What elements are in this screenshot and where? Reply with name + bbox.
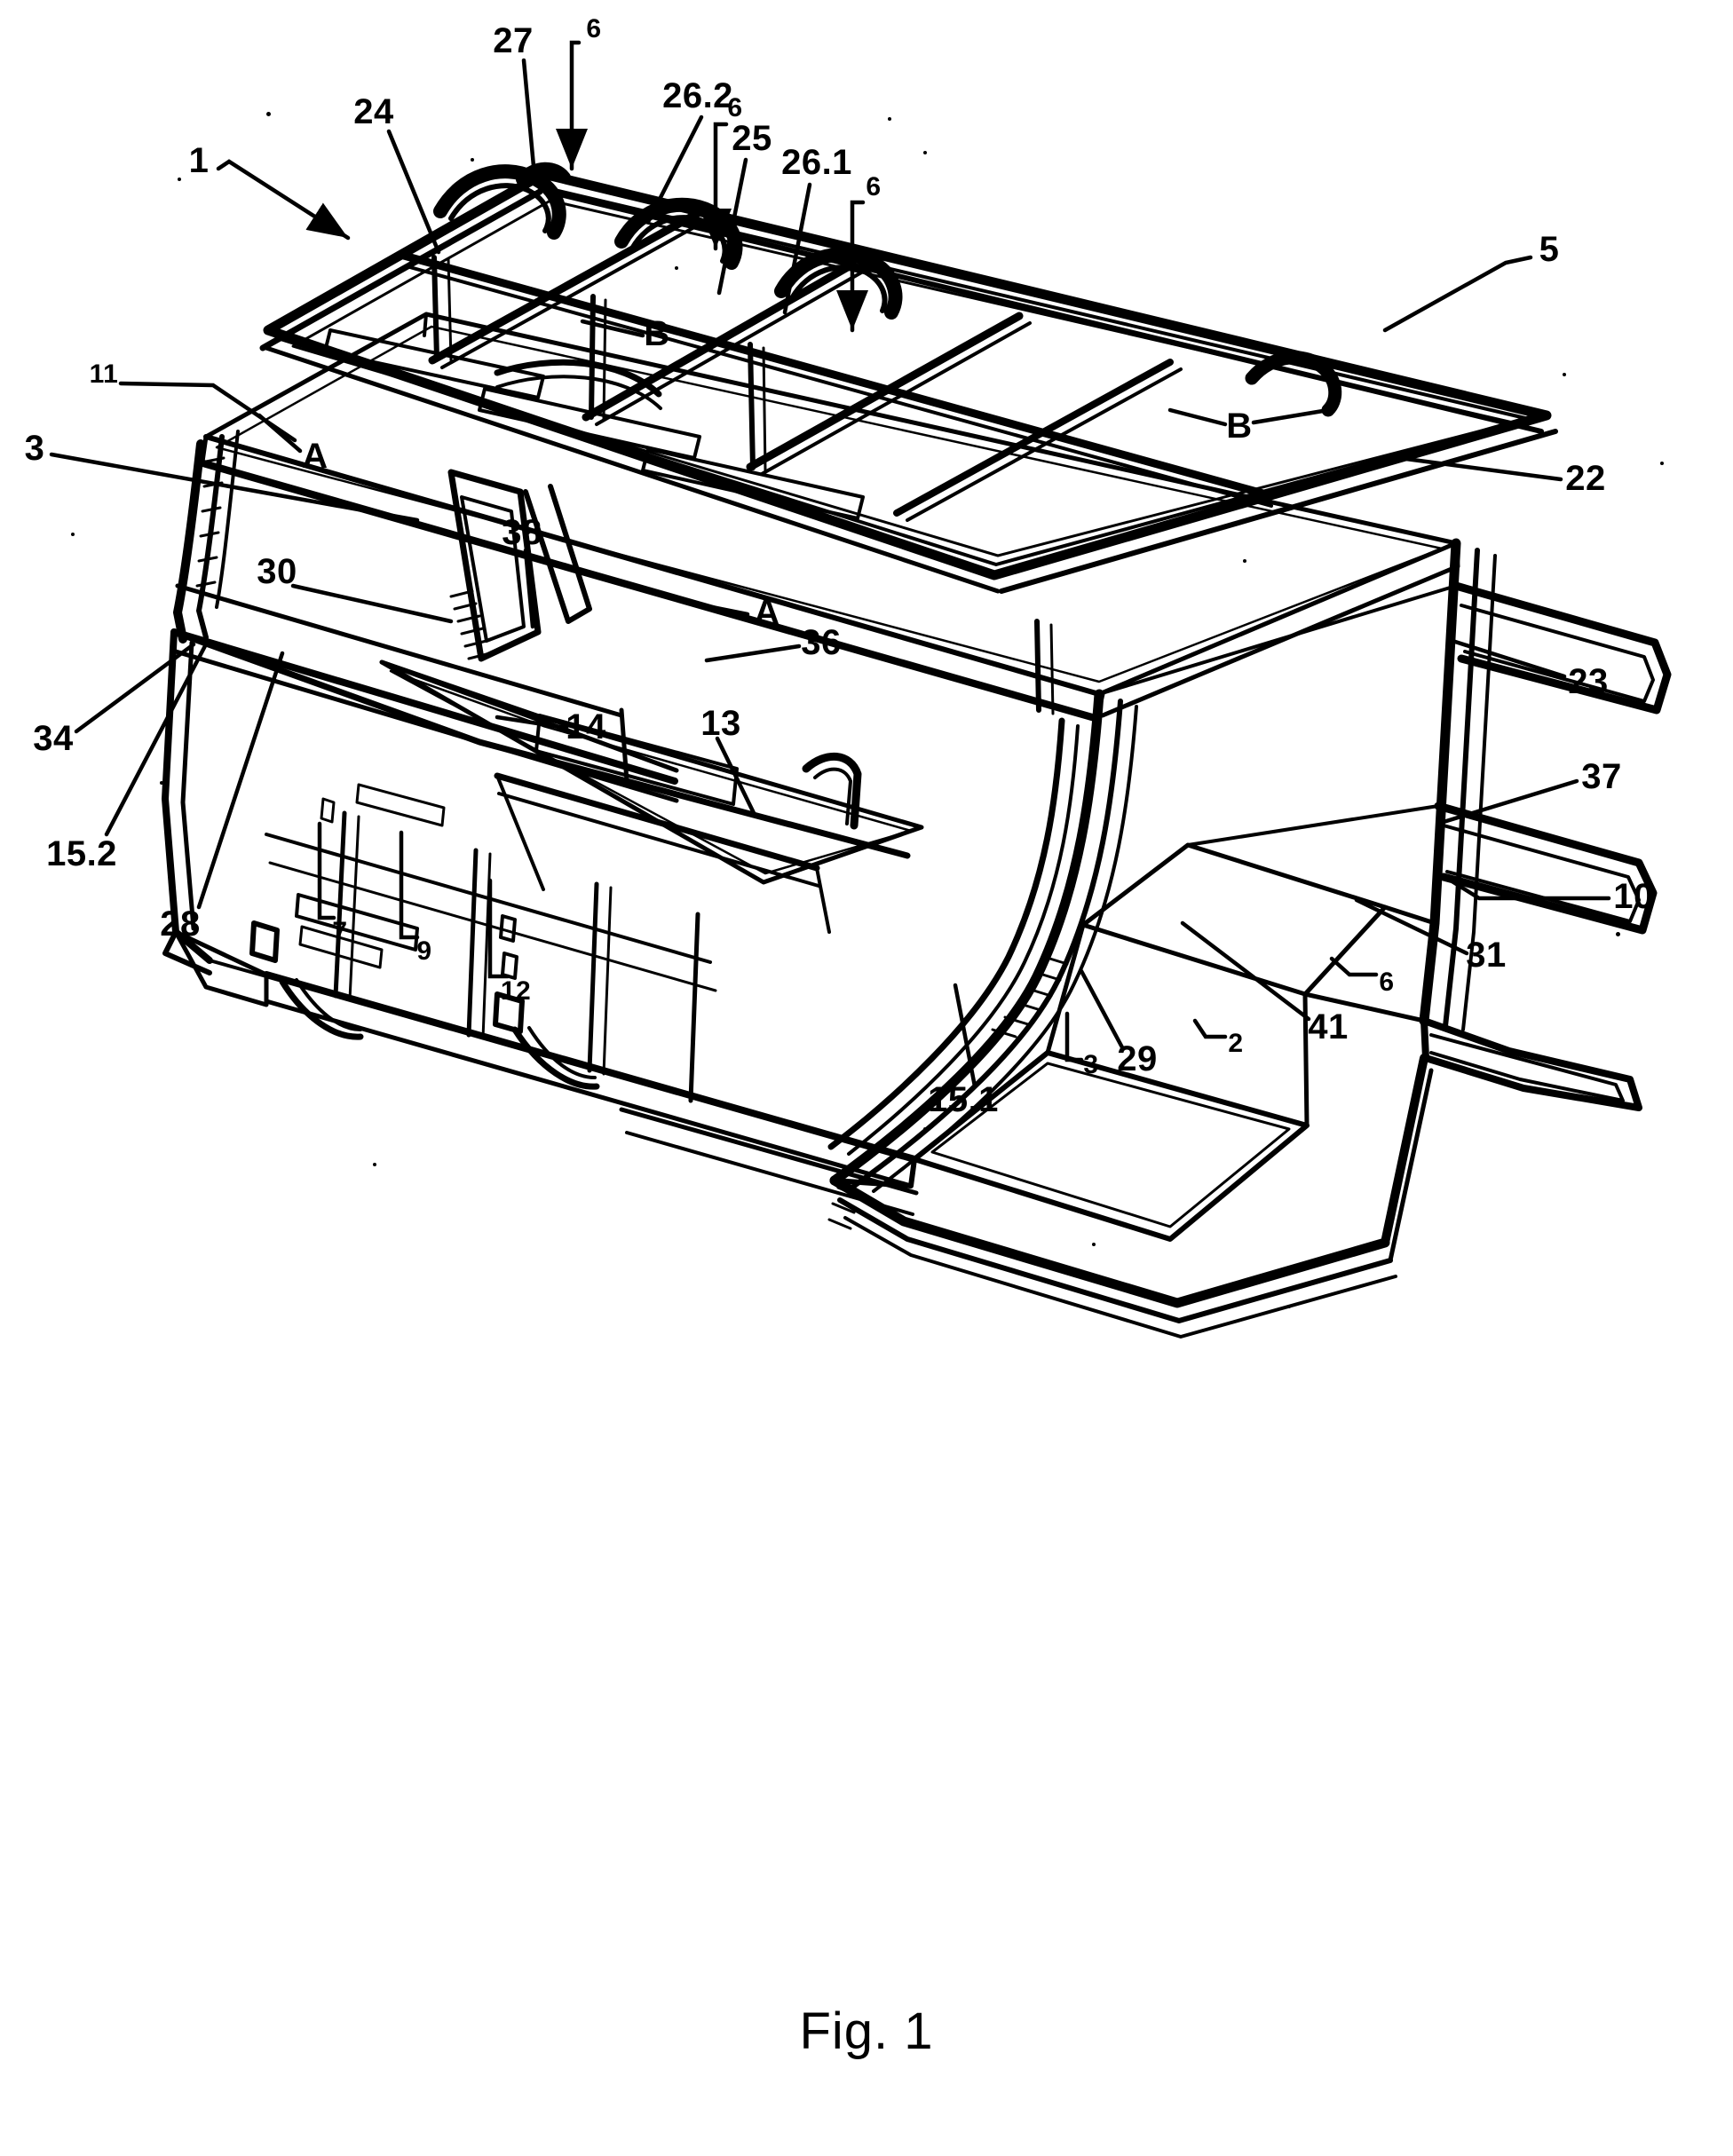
scan-speck bbox=[923, 1127, 927, 1131]
ref-label-3-bottom: 3 bbox=[1083, 1050, 1099, 1079]
scan-speck bbox=[471, 158, 474, 162]
scan-speck bbox=[888, 117, 891, 121]
ref-label-22: 22 bbox=[1565, 459, 1606, 498]
ref-label-3-left: 3 bbox=[24, 429, 45, 468]
ref-label-28: 28 bbox=[160, 904, 201, 944]
ref-label-6-d: 6 bbox=[1379, 967, 1395, 997]
ref-label-2: 2 bbox=[1228, 1029, 1244, 1058]
ref-label-15-1: 15.1 bbox=[928, 1080, 999, 1119]
ref-label-b-bottom: B bbox=[1226, 407, 1253, 446]
ref-label-38: 38 bbox=[502, 513, 542, 552]
ref-label-13: 13 bbox=[700, 704, 741, 743]
ref-label-9: 9 bbox=[416, 936, 432, 966]
scan-speck bbox=[1243, 559, 1246, 563]
ref-label-5: 5 bbox=[1539, 230, 1560, 269]
scan-speck bbox=[1092, 1243, 1096, 1246]
ref-label-41: 41 bbox=[1308, 1007, 1349, 1046]
scan-speck bbox=[71, 533, 75, 536]
ref-label-a-right: A bbox=[754, 593, 780, 632]
ref-label-11: 11 bbox=[89, 359, 119, 389]
ref-label-27: 27 bbox=[493, 21, 534, 60]
ref-label-6-c: 6 bbox=[866, 172, 882, 201]
scan-speck bbox=[675, 266, 678, 270]
scan-speck bbox=[1616, 932, 1620, 936]
ref-label-15-2: 15.2 bbox=[46, 834, 117, 873]
ref-label-6-b: 6 bbox=[727, 93, 743, 122]
ref-label-24: 24 bbox=[353, 92, 394, 131]
ref-label-7: 7 bbox=[332, 917, 348, 946]
scan-speck bbox=[1563, 373, 1566, 376]
ref-label-30: 30 bbox=[257, 552, 297, 591]
ref-label-10: 10 bbox=[1613, 877, 1654, 916]
ref-label-23: 23 bbox=[1568, 662, 1609, 701]
ref-label-37: 37 bbox=[1581, 757, 1622, 796]
ref-label-1: 1 bbox=[188, 141, 210, 180]
scan-speck bbox=[1660, 462, 1664, 465]
scan-speck bbox=[1287, 1305, 1291, 1308]
ref-label-25: 25 bbox=[732, 119, 772, 158]
ref-label-29: 29 bbox=[1117, 1039, 1158, 1078]
ref-label-26-2: 26.2 bbox=[662, 76, 733, 115]
figure-caption: Fig. 1 bbox=[799, 2002, 934, 2060]
scan-speck bbox=[160, 781, 163, 785]
ref-label-26-1: 26.1 bbox=[781, 143, 852, 182]
scan-speck bbox=[266, 112, 271, 116]
ref-label-14: 14 bbox=[566, 707, 606, 746]
ref-label-36: 36 bbox=[801, 623, 842, 662]
ref-label-34: 34 bbox=[33, 719, 74, 758]
ref-label-31: 31 bbox=[1466, 936, 1507, 975]
ref-label-12: 12 bbox=[500, 976, 532, 1006]
scan-speck bbox=[923, 151, 927, 154]
scan-speck bbox=[373, 1163, 376, 1166]
ref-label-b-top: B bbox=[644, 314, 670, 353]
ref-label-a-left: A bbox=[302, 437, 328, 476]
scan-speck bbox=[178, 178, 181, 181]
ref-label-6-a: 6 bbox=[586, 14, 602, 43]
